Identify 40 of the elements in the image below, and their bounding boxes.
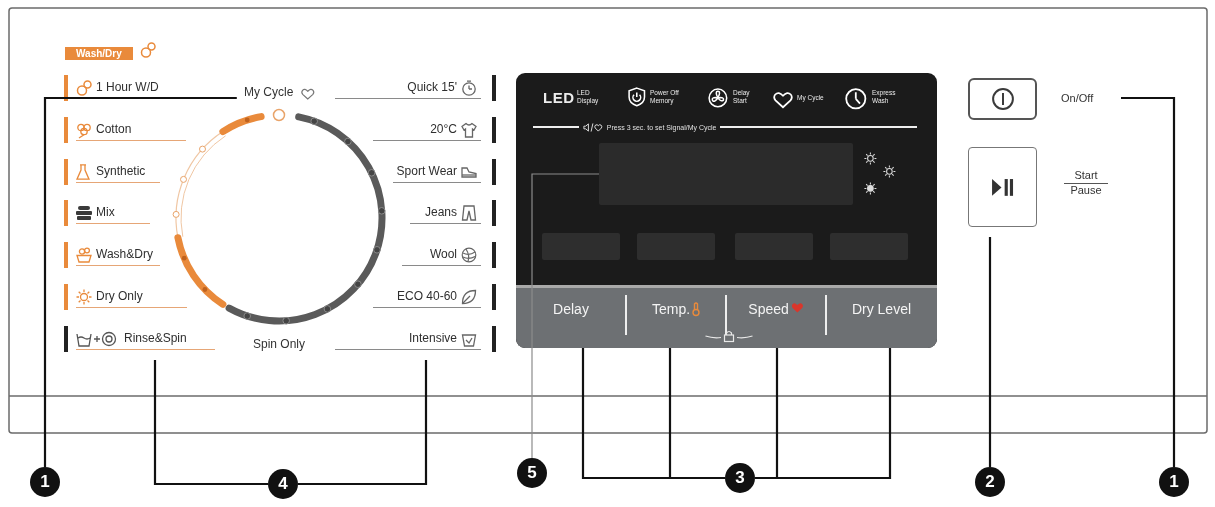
program-label: Quick 15' [407,80,457,95]
leader-line [153,360,268,486]
leader-line [668,348,725,480]
program-label: Sport Wear [396,164,457,179]
temperature-button: Temp. [626,285,726,348]
callout-number: 5 [517,458,547,488]
program-label: Wash&Dry [96,247,153,262]
callout-number: 1 [1159,467,1189,497]
start-pause-button [968,147,1037,227]
power-label: On/Off [1061,89,1107,107]
program-group-tag: Wash/Dry [65,47,133,60]
display-screen [599,143,853,205]
dial-position-label: My Cycle [244,85,294,100]
power-button [968,78,1037,120]
leader-line [1121,96,1176,467]
callout-number: 3 [725,463,755,493]
program-label: Dry Only [96,289,143,304]
dial-position-label: Spin Only [253,337,306,352]
program-label: Jeans [424,205,457,220]
display-panel [516,73,937,348]
program-label: ECO 40-60 [396,289,457,304]
program-label: Rinse&Spin [124,331,187,346]
leader-line [755,348,892,480]
program-label: 20°C [430,122,457,137]
dry-level-button: Dry Level [826,285,937,348]
delay-button: Delay [516,285,626,348]
program-label: Mix [96,205,115,220]
program-label: Cotton [96,122,132,137]
leader-line [43,96,237,467]
callout-number: 4 [268,469,298,499]
speed-button: Speed [726,285,826,348]
leader-line [531,173,600,459]
program-label: Synthetic [96,164,146,179]
leader-line [988,237,992,467]
program-label: 1 Hour W/D [96,80,159,95]
leader-line [298,360,428,486]
program-label: Wool [429,247,457,262]
program-label: Intensive [408,331,457,346]
callout-number: 2 [975,467,1005,497]
callout-number: 1 [30,467,60,497]
